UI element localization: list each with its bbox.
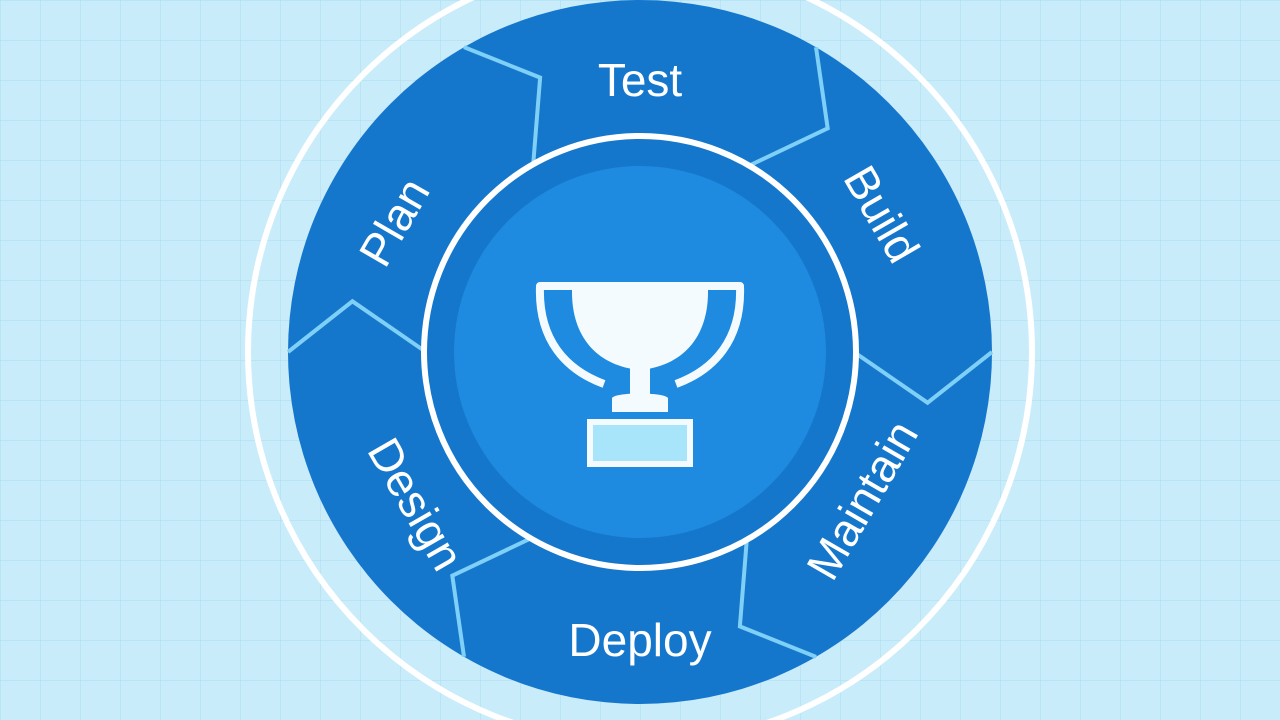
stage-label-test: Test <box>598 54 683 106</box>
segment-divider-1 <box>746 46 830 169</box>
segment-divider-2 <box>852 350 994 406</box>
outer-ring <box>245 0 1035 720</box>
segment-divider-5 <box>286 298 428 354</box>
segment-divider-3 <box>737 537 817 659</box>
trophy-icon <box>535 282 745 467</box>
segment-divider-6 <box>463 45 543 167</box>
segment-dividers <box>286 45 994 659</box>
segment-divider-4 <box>450 535 534 658</box>
stage-label-deploy: Deploy <box>568 614 711 666</box>
